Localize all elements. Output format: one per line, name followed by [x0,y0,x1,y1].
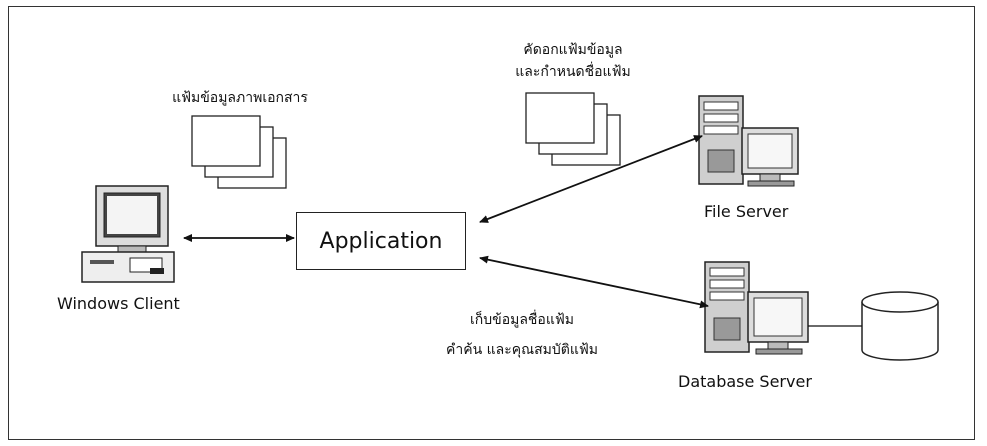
app-dbserver-arrow [479,255,709,309]
database-cylinder-icon [861,291,939,361]
file-server-label: File Server [704,202,789,221]
server-icon [704,261,809,355]
store-label-line1: เก็บข้อมูลชื่อแฟ้ม [469,312,574,328]
diagram-frame [8,6,975,440]
document-stack-icon [525,92,621,166]
database-server-label: Database Server [678,372,812,391]
copy-files-label-line2: และกำหนดชื่อแฟ้ม [515,64,631,80]
store-label-line2: คำค้น และคุณสมบัติแฟ้ม [445,342,598,358]
image-files-label: แฟ้มข้อมูลภาพเอกสาร [172,90,308,106]
server-icon [698,95,799,187]
document-stack-icon [191,115,287,189]
windows-client-label: Windows Client [57,294,180,313]
app-fileserver-arrow [479,135,703,223]
application-label: Application [319,228,443,254]
application-box: Application [296,212,466,270]
copy-files-label-line1: คัดอกแฟ้มข้อมูล [523,42,623,58]
desktop-computer-icon [81,185,175,283]
